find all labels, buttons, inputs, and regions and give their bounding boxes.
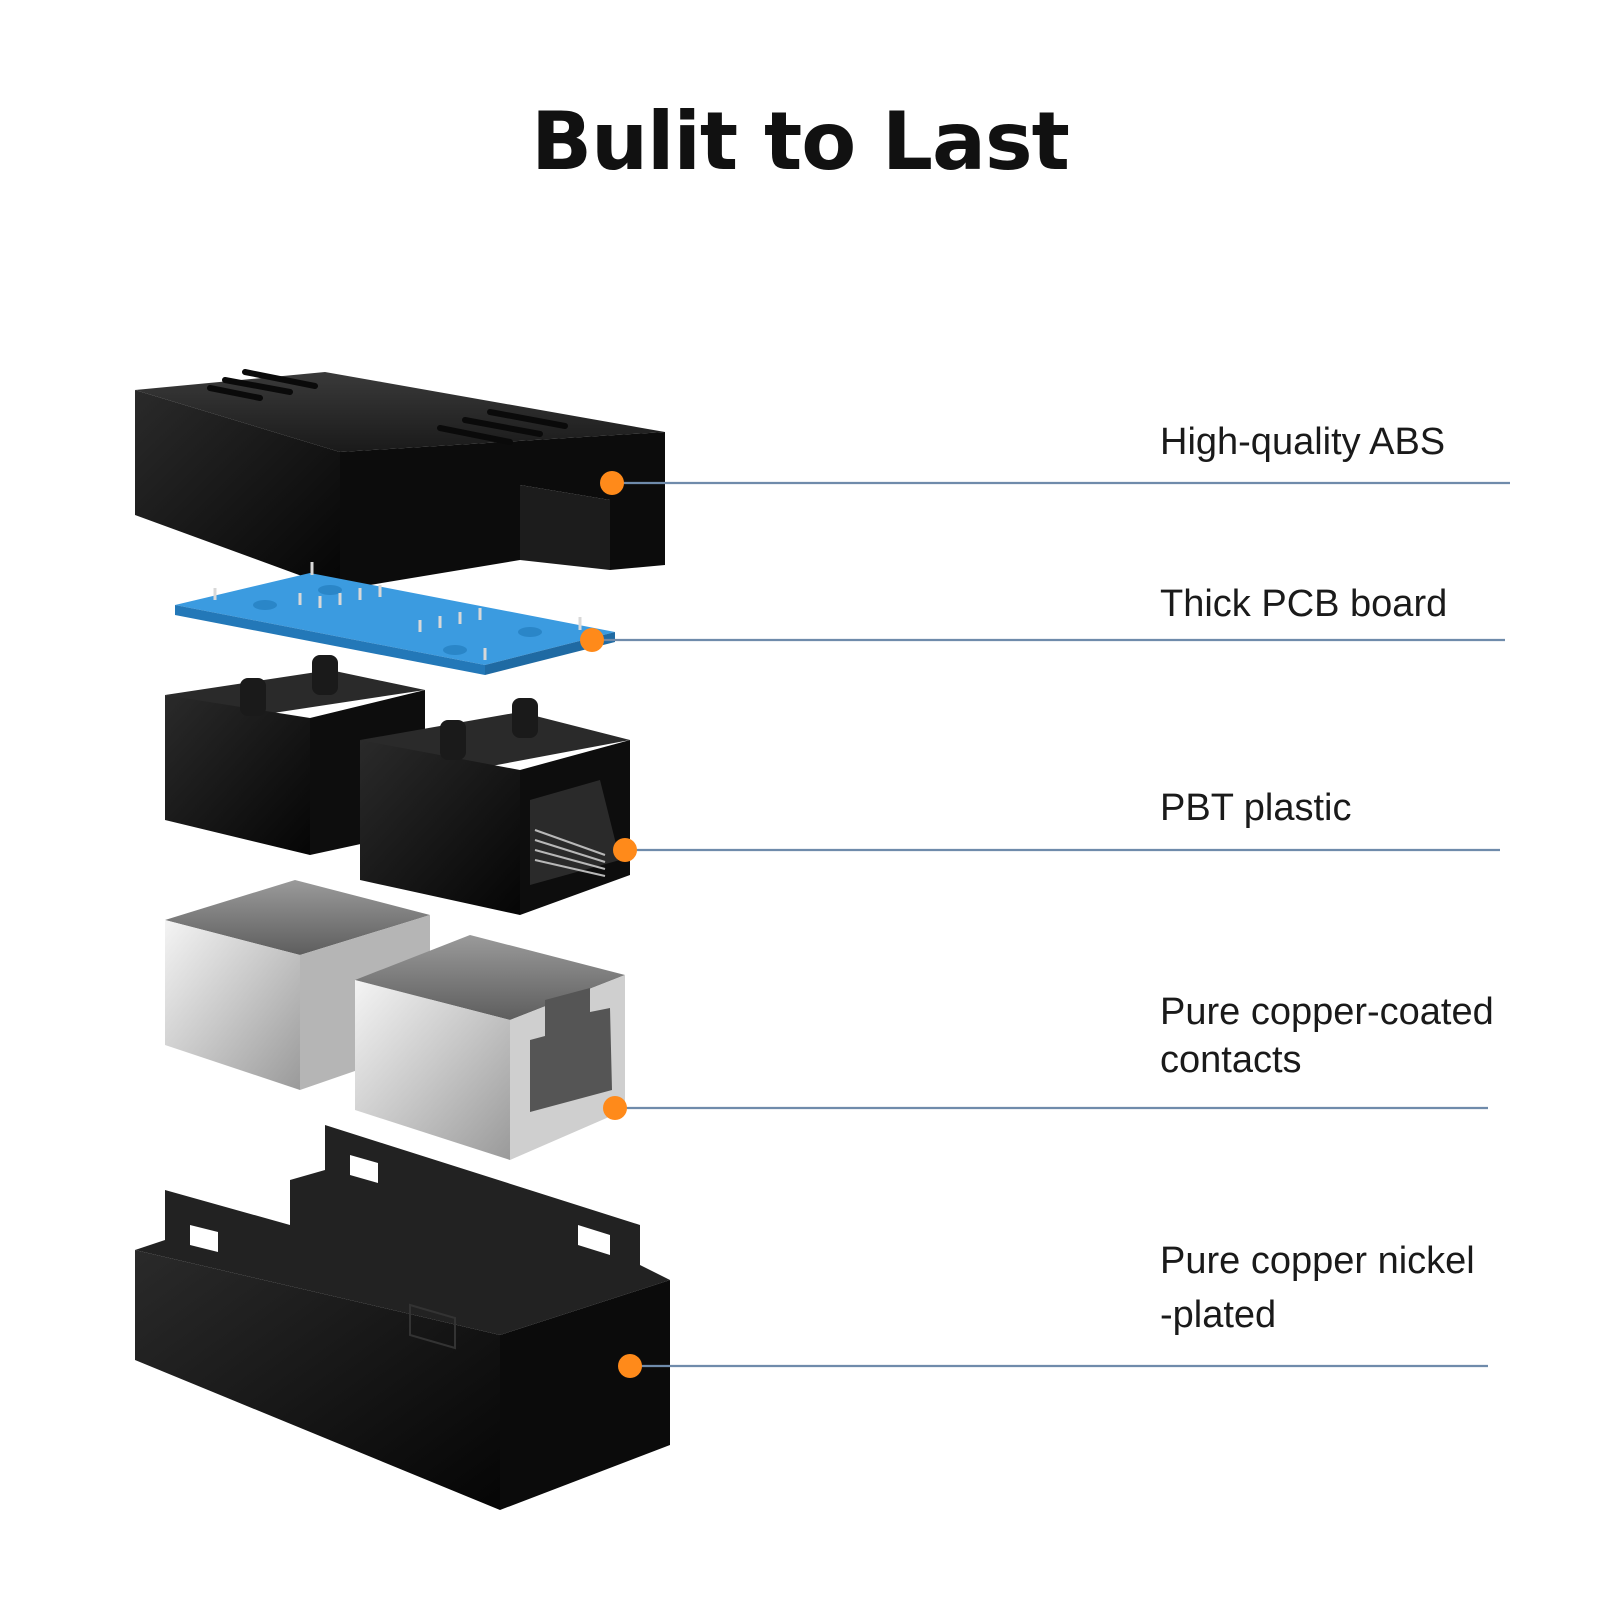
leader-lines bbox=[592, 481, 1510, 1368]
callout-dot-pbt bbox=[613, 838, 637, 862]
callout-dot-contacts bbox=[603, 1096, 627, 1120]
callout-dot-abs bbox=[600, 471, 624, 495]
label-top-shell: High-quality ABS bbox=[1160, 421, 1446, 463]
base-shell-part bbox=[135, 1125, 670, 1510]
jack-body-part bbox=[165, 655, 630, 915]
callout-dots bbox=[580, 471, 642, 1378]
page-title: Bulit to Last bbox=[531, 95, 1070, 188]
label-shield: Pure copper-coated contacts bbox=[1160, 991, 1494, 1081]
label-base-shell: Pure copper nickel -plated bbox=[1160, 1240, 1475, 1336]
label-pcb: Thick PCB board bbox=[1160, 583, 1448, 625]
label-jack-body: PBT plastic bbox=[1160, 787, 1352, 829]
callout-dot-pcb bbox=[580, 628, 604, 652]
callout-dot-base bbox=[618, 1354, 642, 1378]
shield-part bbox=[165, 880, 625, 1160]
top-shell-part bbox=[135, 369, 665, 590]
